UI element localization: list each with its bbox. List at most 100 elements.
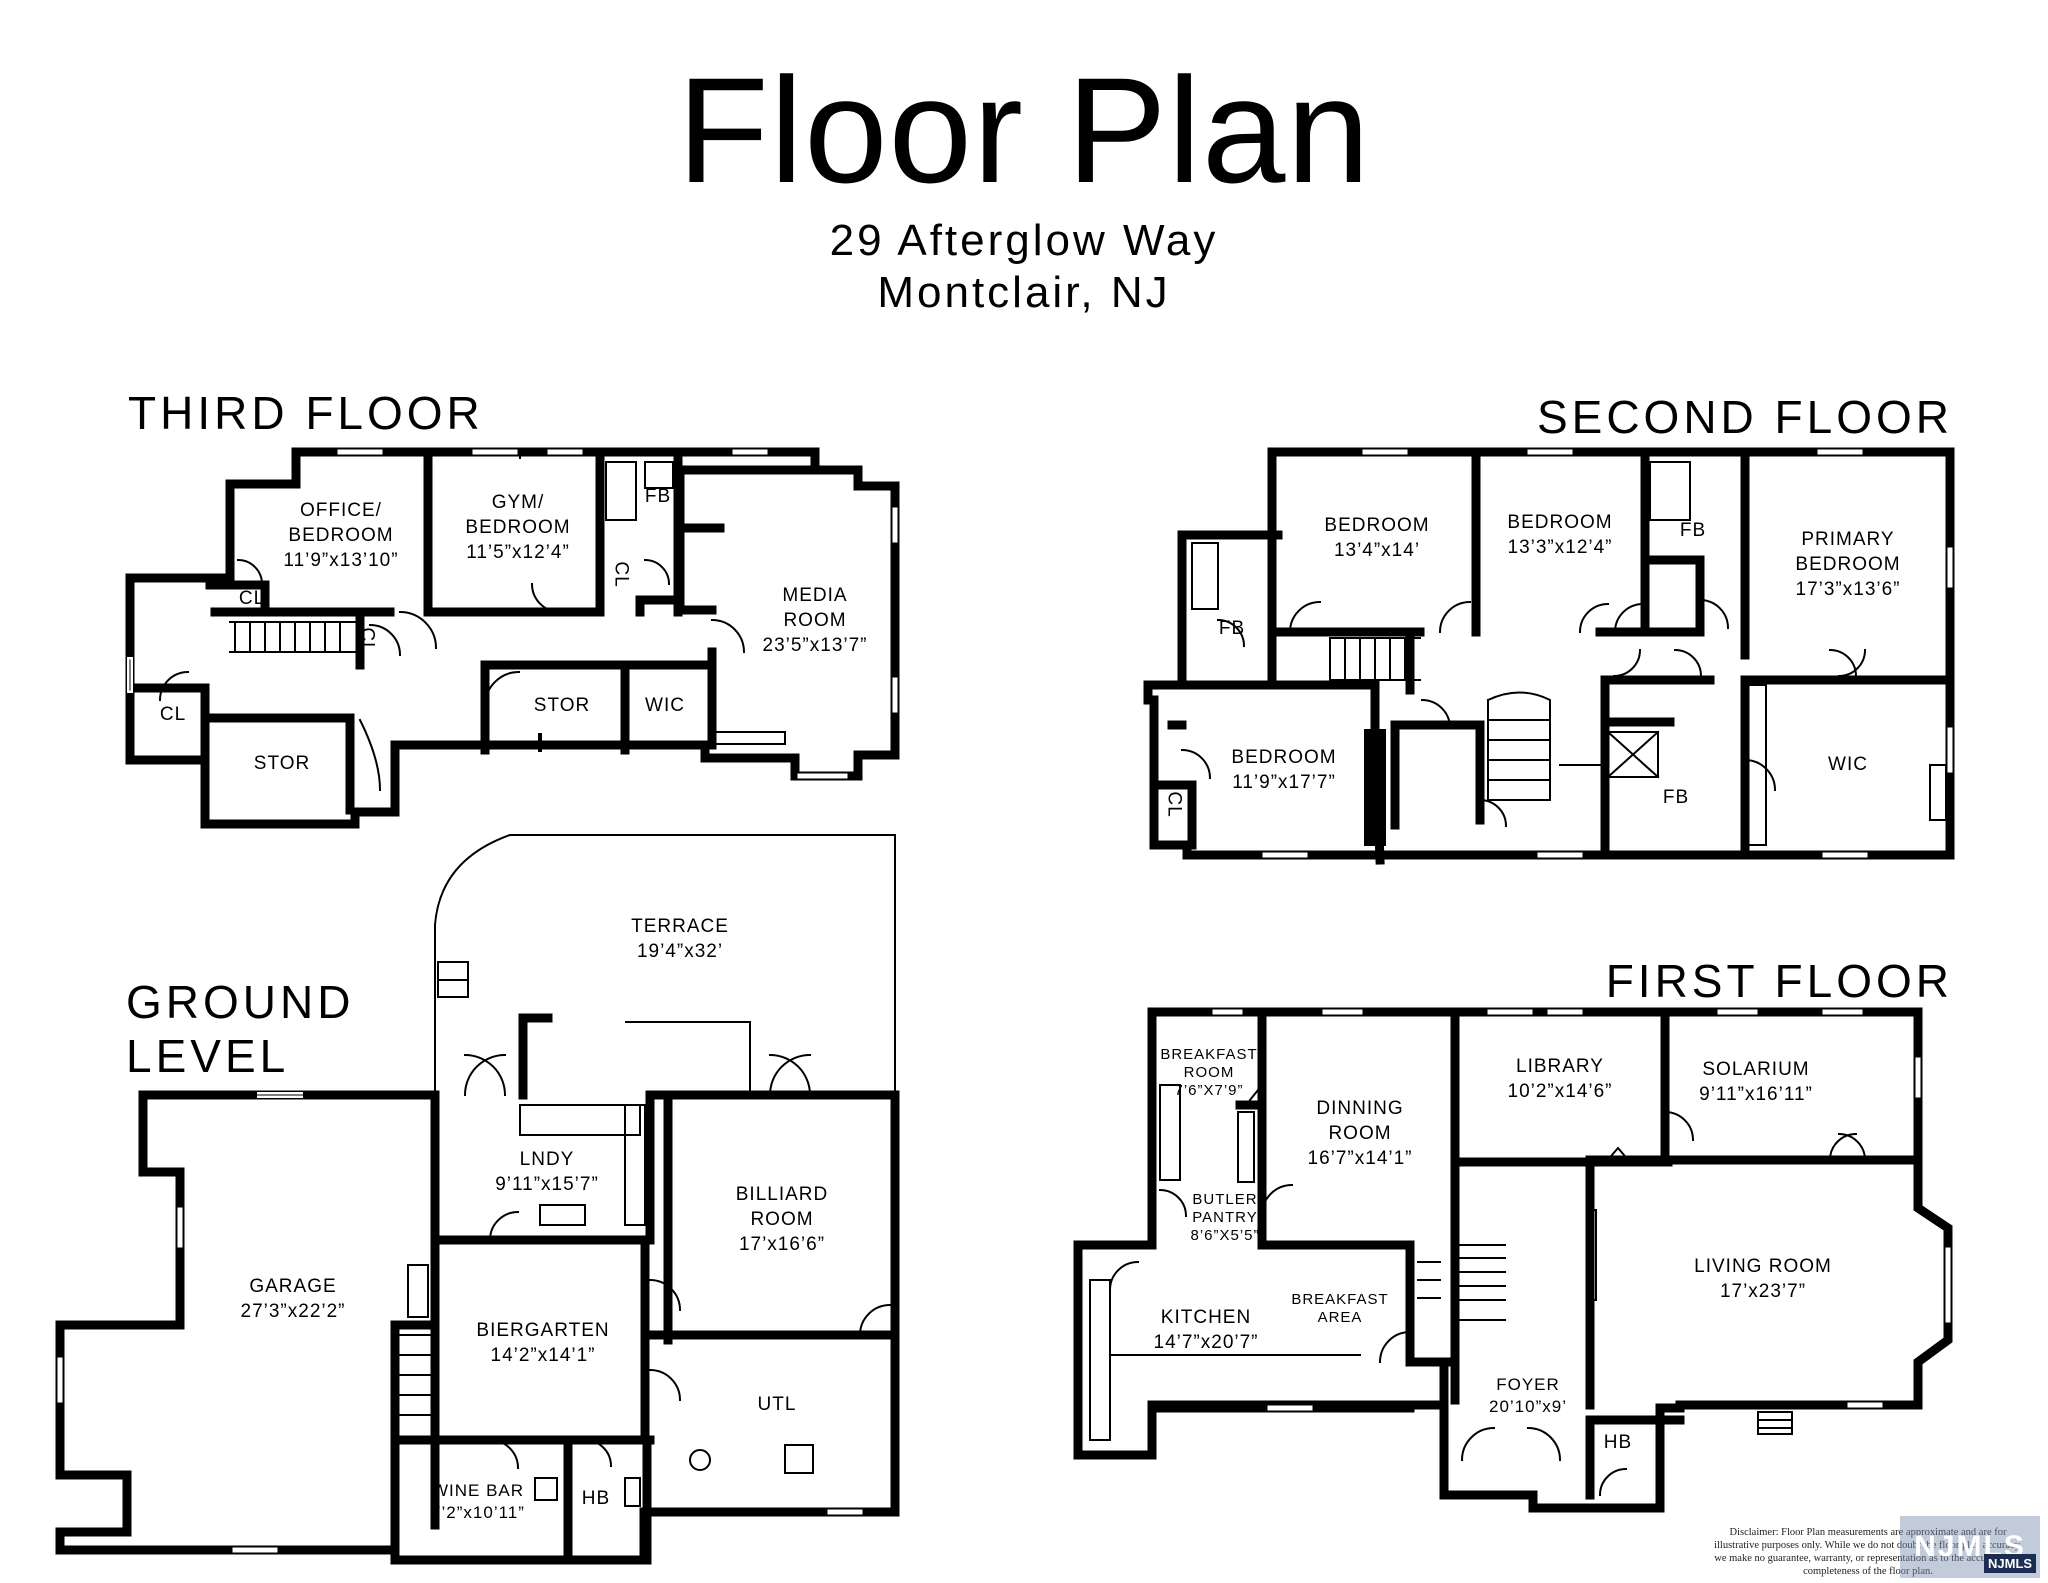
third-stor-room-1: STOR [534, 693, 590, 718]
room-name: STOR [533, 695, 591, 716]
second-fb-1: FB [1680, 518, 1706, 543]
room-name: FB [1218, 618, 1246, 639]
room-name: HB [581, 1488, 611, 1509]
ground-garage: GARAGE 27’3”x22’2” [241, 1274, 346, 1324]
third-fb-room: FB [645, 484, 671, 509]
room-name: DINNING ROOM [1316, 1098, 1404, 1144]
second-bedroom-1: BEDROOM 13’4”x14’ [1324, 513, 1429, 563]
room-size: 17’x23’7” [1719, 1281, 1807, 1302]
room-size: 13’3”x12’4” [1507, 537, 1613, 558]
ground-level-details [142, 834, 896, 1507]
ground-biergarten: BIERGARTEN 14’2”x14’1” [476, 1318, 609, 1368]
third-wic-room: WIC [645, 693, 685, 718]
room-name: HB [1603, 1432, 1633, 1453]
room-size: 17’x16’6” [738, 1234, 826, 1255]
ground-billiard-room: BILLIARD ROOM 17’x16’6” [736, 1182, 828, 1257]
second-floor-details [1180, 461, 1947, 846]
first-library: LIBRARY 10’2”x14’6” [1508, 1054, 1613, 1104]
page-title: Floor Plan [677, 46, 1371, 214]
second-bedroom-2: BEDROOM 13’3”x12’4” [1507, 510, 1612, 560]
room-name: UTL [757, 1394, 797, 1415]
room-size: 27’3”x22’2” [240, 1301, 346, 1322]
first-kitchen: KITCHEN 14’7”x20’7” [1154, 1305, 1259, 1355]
room-name: FB [644, 486, 672, 507]
room-name: CL [356, 627, 378, 654]
room-name: BEDROOM [1324, 515, 1430, 536]
ground-terrace: TERRACE 19’4”x32’ [631, 914, 729, 964]
room-name: BREAKFAST AREA [1291, 1291, 1389, 1326]
room-size: 13’4”x14’ [1333, 540, 1421, 561]
room-name: WIC [645, 695, 685, 716]
second-floor-label: SECOND FLOOR [1536, 391, 1953, 443]
address-line-2: Montclair, NJ [877, 268, 1171, 317]
room-name: LIBRARY [1516, 1056, 1604, 1077]
room-name: LNDY [519, 1149, 575, 1170]
room-size: 11’9”x13’10” [283, 550, 399, 571]
first-floor-label: FIRST FLOOR [1605, 955, 1953, 1007]
second-fb-3: FB [1663, 785, 1689, 810]
room-name: CL [238, 588, 266, 609]
room-name: WINE BAR [431, 1481, 525, 1500]
room-name: MEDIA ROOM [782, 585, 848, 631]
first-breakfast-room: BREAKFAST ROOM 7’6”X7’9” [1160, 1046, 1257, 1100]
room-name: BIERGARTEN [476, 1320, 610, 1341]
room-name: CL [159, 704, 187, 725]
room-size: 11’5”x12’4” [466, 542, 570, 563]
room-size: 19’4”x32’ [636, 941, 724, 962]
third-office-room: OFFICE/ BEDROOM 11’9”x13’10” [283, 498, 398, 573]
third-cl-closet-2: CL [355, 627, 380, 653]
room-name: PRIMARY BEDROOM [1795, 529, 1901, 575]
room-name: FB [1679, 520, 1707, 541]
third-gym-room: GYM/ BEDROOM 11’5”x12’4” [465, 490, 570, 565]
room-size: 16’7”x14’1” [1307, 1148, 1413, 1169]
ground-level-label-line2: LEVEL [126, 1030, 290, 1082]
room-name: STOR [253, 753, 311, 774]
address-line-1: 29 Afterglow Way [829, 216, 1219, 265]
room-size: 11’9”x17’7” [1232, 772, 1336, 793]
third-floor-label: THIRD FLOOR [128, 387, 484, 439]
ground-wine-bar: WINE BAR 7’2”x10’11” [431, 1480, 525, 1524]
ground-laundry: LNDY 9’11”x15’7” [495, 1147, 599, 1197]
disclaimer-text: Disclaimer: Floor Plan measurements are … [1714, 1527, 2022, 1577]
room-name: SOLARIUM [1702, 1059, 1810, 1080]
ground-level-label-line1: GROUND [126, 976, 355, 1028]
window-marks [57, 449, 1953, 1553]
third-floor-details [127, 451, 786, 792]
second-wic-room: WIC [1828, 752, 1868, 777]
room-size: 14’2”x14’1” [490, 1345, 596, 1366]
room-name: CL [610, 561, 632, 588]
room-size: 20’10”x9’ [1489, 1397, 1567, 1416]
room-name: GARAGE [249, 1276, 337, 1297]
room-name: CL [1163, 791, 1185, 818]
room-name: TERRACE [631, 916, 729, 937]
room-size: 17’3”x13’6” [1795, 579, 1901, 600]
room-name: BEDROOM [1231, 747, 1337, 768]
first-dinning-room: DINNING ROOM 16’7”x14’1” [1308, 1096, 1413, 1171]
ground-level-walls [55, 1013, 900, 1565]
ground-utility: UTL [758, 1392, 797, 1417]
first-butler-pantry: BUTLER PANTRY 8’6”X5’5” [1190, 1191, 1259, 1245]
ground-level-label: GROUND LEVEL [126, 975, 354, 1083]
room-name: KITCHEN [1160, 1307, 1252, 1328]
third-media-room: MEDIA ROOM 23’5”x13’7” [763, 583, 868, 658]
second-cl-closet: CL [1162, 791, 1187, 817]
room-name: OFFICE/ BEDROOM [288, 500, 394, 546]
first-breakfast-area: BREAKFAST AREA [1291, 1291, 1388, 1327]
room-size: 14’7”x20’7” [1153, 1332, 1259, 1353]
second-primary-bedroom: PRIMARY BEDROOM 17’3”x13’6” [1795, 527, 1900, 602]
first-floor-details [1089, 1084, 1867, 1497]
third-cl-closet-1: CL [239, 586, 265, 611]
room-size: 8’6”X5’5” [1190, 1227, 1260, 1244]
third-floor-walls [125, 447, 900, 829]
first-half-bath: HB [1604, 1430, 1632, 1455]
ground-half-bath: HB [582, 1486, 610, 1511]
room-name: BEDROOM [1507, 512, 1613, 533]
first-living-room: LIVING ROOM 17’x23’7” [1694, 1254, 1832, 1304]
room-name: LIVING ROOM [1694, 1256, 1832, 1277]
room-name: GYM/ BEDROOM [465, 492, 571, 538]
second-fb-2: FB [1219, 616, 1245, 641]
room-name: WIC [1828, 754, 1868, 775]
third-cl-closet-3: CL [609, 561, 634, 587]
room-name: FB [1662, 787, 1690, 808]
